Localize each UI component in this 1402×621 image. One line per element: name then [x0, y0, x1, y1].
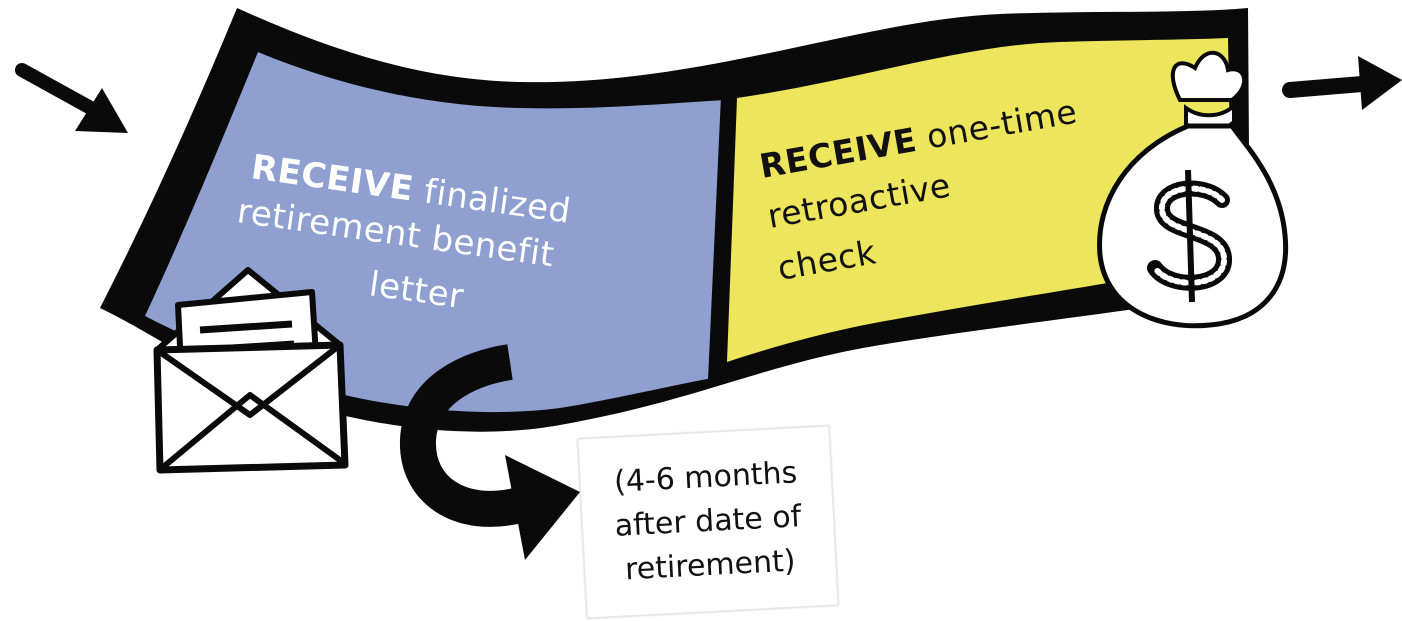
- money-bag-icon: [1097, 50, 1289, 329]
- step-1-label: RECEIVE finalized retirement benefit let…: [235, 147, 574, 317]
- curved-arrow-icon: [400, 344, 580, 560]
- panel-divider: [708, 95, 733, 381]
- timing-note-line3: retirement): [624, 543, 797, 588]
- incoming-arrow-icon: [15, 63, 128, 133]
- envelope-letter-icon: [153, 267, 349, 474]
- timing-note: (4-6 months after date of retirement): [577, 425, 839, 619]
- outgoing-arrow-icon: [1282, 56, 1402, 110]
